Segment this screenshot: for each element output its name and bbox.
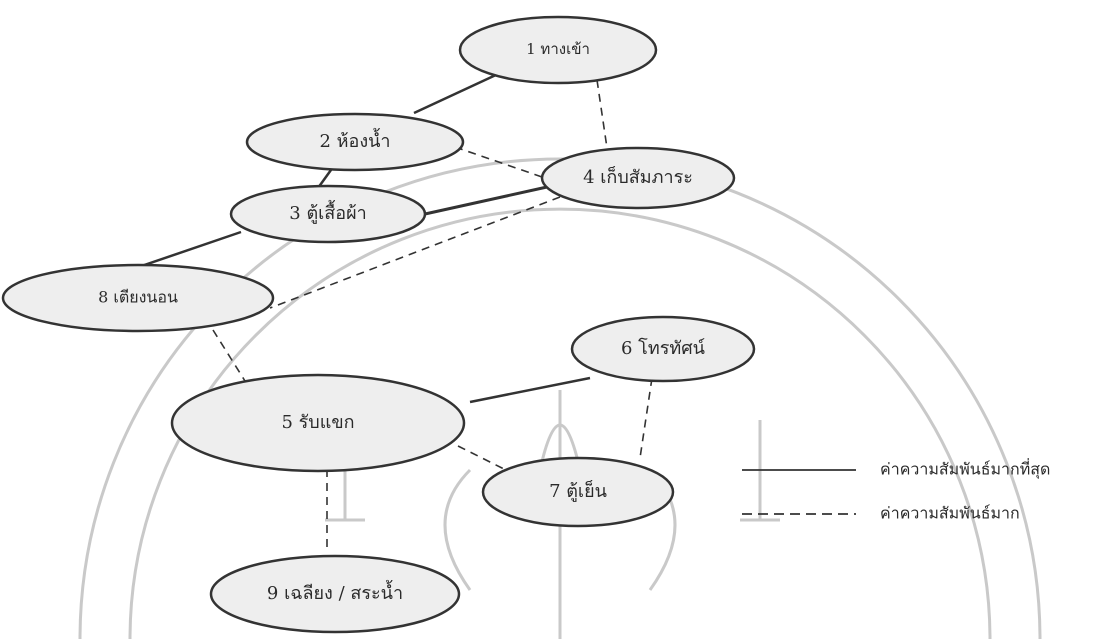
node-label: 9 เฉลียง / สระน้ำ: [267, 580, 403, 604]
node-entrance: 1 ทางเข้า: [458, 15, 658, 85]
legend: ค่าความสัมพันธ์มากที่สุด ค่าความสัมพันธ์…: [742, 458, 1050, 523]
node-label: 1 ทางเข้า: [526, 40, 590, 58]
node-living: 5 รับแขก: [170, 373, 466, 473]
edge-4-8: [269, 196, 561, 309]
node-bathroom: 2 ห้องน้ำ: [245, 112, 465, 172]
edge-5-6: [469, 376, 591, 404]
edge-3-4: [424, 185, 548, 216]
edge-2-4: [454, 146, 546, 179]
node-label: 2 ห้องน้ำ: [319, 128, 390, 152]
node-fridge: 7 ตู้เย็น: [481, 456, 675, 528]
node-bed: 8 เตียงนอน: [1, 263, 275, 333]
node-label: 5 รับแขก: [281, 412, 354, 433]
node-terrace-pool: 9 เฉลียง / สระน้ำ: [209, 554, 461, 634]
edge-1-4: [596, 79, 608, 149]
node-label: 3 ตู้เสื้อผ้า: [289, 200, 366, 224]
node-label: 6 โทรทัศน์: [621, 337, 705, 359]
nodes-layer: 1 ทางเข้า 2 ห้องน้ำ 3 ตู้เสื้อผ้า 4 เก็บ…: [1, 15, 756, 634]
edge-8-5: [212, 329, 246, 382]
node-storage: 4 เก็บสัมภาระ: [540, 146, 736, 210]
legend-dashed-label: ค่าความสัมพันธ์มาก: [880, 504, 1020, 523]
node-tv: 6 โทรทัศน์: [570, 315, 756, 383]
edge-6-7: [639, 377, 653, 459]
node-label: 7 ตู้เย็น: [549, 479, 607, 502]
edge-1-2: [413, 72, 499, 115]
node-label: 4 เก็บสัมภาระ: [583, 165, 693, 188]
legend-solid-label: ค่าความสัมพันธ์มากที่สุด: [880, 458, 1050, 480]
node-wardrobe: 3 ตู้เสื้อผ้า: [229, 184, 427, 244]
node-label: 8 เตียงนอน: [98, 288, 178, 307]
edges-layer: [123, 72, 653, 548]
